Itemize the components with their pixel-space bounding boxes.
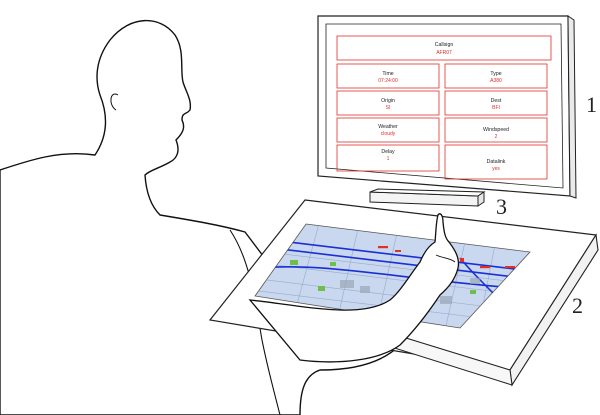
field-value-dest: BFI [492, 105, 500, 111]
field-value-datalink: yes [492, 166, 500, 172]
wall-monitor: Callsign AFR07 Time 07:24:00 Type A380 O… [317, 15, 577, 199]
arm-outline [229, 229, 281, 415]
field-label-type: Type [490, 71, 501, 77]
field-value-time: 07:24:00 [378, 78, 398, 84]
field-cell-type [444, 63, 548, 89]
field-value-weather: cloudy [381, 131, 396, 137]
field-label-dest: Dest [491, 98, 502, 104]
finger-crease [435, 254, 456, 263]
field-cell-time [336, 63, 440, 89]
field-label-origin: Origin [381, 98, 395, 104]
field-cell-windspeed [444, 117, 548, 143]
tabletop-map [254, 223, 531, 329]
field-value-delay: 1 [387, 156, 390, 162]
field-value-origin: SI [386, 105, 391, 111]
field-cell-datalink [444, 144, 548, 180]
field-cell-delay [336, 144, 440, 172]
pointing-hand [248, 213, 460, 363]
field-value-type: A380 [490, 78, 502, 84]
callout-1-monitor: 1 [586, 92, 597, 117]
field-label-datalink: Datalink [487, 159, 506, 165]
field-value-callsign: AFR07 [436, 50, 452, 56]
field-cell-callsign [336, 35, 552, 61]
callout-2-tabletop: 2 [572, 293, 583, 318]
field-label-callsign: Callsign [435, 42, 454, 48]
field-cell-dest [444, 90, 548, 116]
field-label-time: Time [382, 71, 393, 77]
field-value-windspeed: 2 [495, 134, 498, 140]
flight-info-panel: Callsign AFR07 Time 07:24:00 Type A380 O… [336, 35, 552, 180]
depth-sensor [369, 188, 486, 207]
ear-detail [110, 93, 119, 111]
field-label-windspeed: Windspeed [483, 127, 509, 133]
callout-3-sensor: 3 [496, 194, 507, 219]
field-label-delay: Delay [381, 149, 395, 155]
field-cell-origin [336, 90, 440, 116]
field-cell-weather [336, 117, 440, 143]
field-label-weather: Weather [378, 124, 398, 130]
